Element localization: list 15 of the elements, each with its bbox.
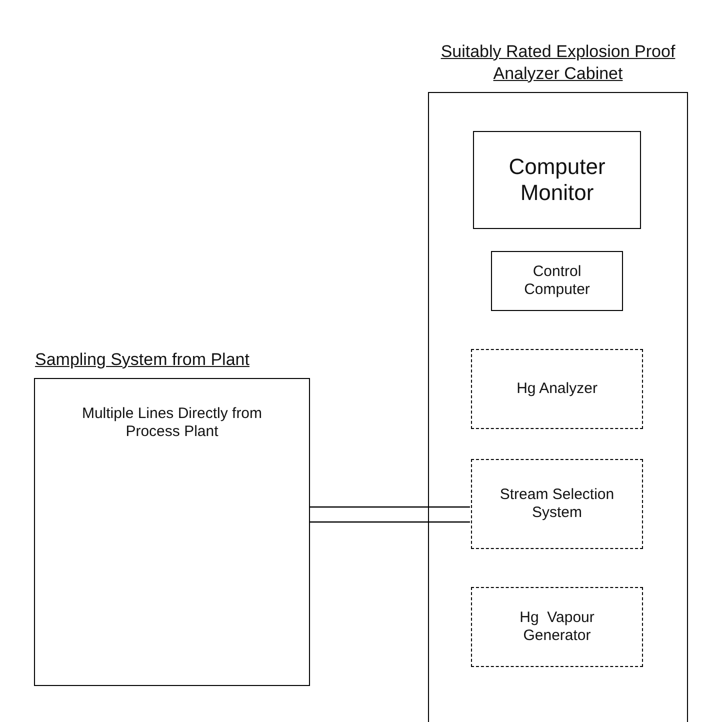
- box-text: Computer Monitor: [508, 154, 606, 206]
- box-text: Multiple Lines Directly from Process Plant: [80, 405, 264, 441]
- box-text: Stream Selection System: [498, 486, 616, 522]
- section-heading: Sampling System from Plant: [35, 348, 250, 371]
- box-text: Control Computer: [523, 263, 591, 299]
- box-text: Hg Analyzer: [516, 380, 598, 398]
- component-box: [491, 251, 623, 311]
- box-text: Hg Vapour Generator: [518, 609, 596, 645]
- dashed-component-box: [471, 459, 643, 549]
- component-box: [473, 131, 641, 229]
- dashed-component-box: [471, 587, 643, 667]
- dashed-component-box: [471, 349, 643, 429]
- cabinet-heading: Suitably Rated Explosion Proof Analyzer Cabinet: [440, 40, 676, 85]
- connector-line: [310, 521, 470, 523]
- connector-line: [310, 506, 470, 508]
